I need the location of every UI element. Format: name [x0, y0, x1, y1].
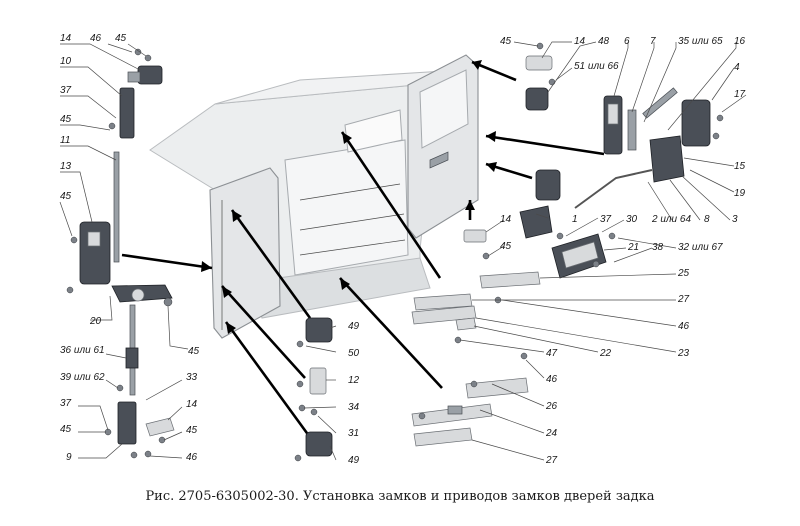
callout-48: 48 [598, 36, 610, 47]
bracket-14-top-right [525, 55, 553, 71]
callout-35-or-65: 35 или 65 [678, 36, 723, 47]
callout-45: 45 [188, 346, 200, 357]
callout-31: 31 [348, 428, 359, 439]
callout-14: 14 [574, 36, 586, 47]
rod-11 [113, 151, 120, 263]
callout-14: 14 [60, 33, 72, 44]
callout-46: 46 [546, 374, 558, 385]
callout-34: 34 [348, 402, 360, 413]
callout-13: 13 [60, 161, 72, 172]
callout-1: 1 [572, 214, 578, 225]
plate-24 [411, 403, 493, 427]
callout-50: 50 [348, 348, 360, 359]
left-parts [66, 48, 175, 459]
callout-11: 11 [60, 135, 70, 146]
callout-45: 45 [60, 424, 72, 435]
callout-36-or-61: 36 или 61 [60, 345, 105, 356]
bracket-48 [525, 87, 549, 111]
callout-46: 46 [678, 321, 690, 332]
rod-16 [642, 87, 678, 119]
callout-37: 37 [600, 214, 612, 225]
callout-14: 14 [186, 399, 198, 410]
right-door-window [419, 69, 469, 149]
callout-8: 8 [704, 214, 710, 225]
callout-4: 4 [734, 62, 740, 73]
leader-lines [59, 41, 747, 461]
left-rear-door [209, 167, 281, 339]
callout-23: 23 [677, 348, 690, 359]
handle-1 [519, 205, 553, 239]
callout-45: 45 [115, 33, 127, 44]
callout-32-or-67: 32 или 67 [678, 242, 723, 253]
callout-19: 19 [734, 188, 746, 199]
lock-13 [79, 221, 111, 285]
striker-block [535, 169, 561, 201]
callout-10: 10 [60, 56, 72, 67]
bumper-pad-49a [305, 317, 333, 343]
plate-27b [413, 427, 473, 447]
callout-6: 6 [624, 36, 630, 47]
bumper-pad-49b [305, 431, 333, 457]
callout-9: 9 [66, 452, 72, 463]
guide-9 [117, 401, 137, 445]
rod-guide-10 [119, 87, 135, 139]
callout-49: 49 [348, 455, 360, 466]
callout-45: 45 [186, 425, 198, 436]
callout-12: 12 [348, 375, 360, 386]
callout-45: 45 [500, 241, 512, 252]
pointer-arrows [121, 60, 605, 441]
callout-45: 45 [500, 36, 512, 47]
hinge-14-lower [145, 417, 175, 437]
right-parts [463, 42, 724, 279]
callout-14: 14 [500, 214, 512, 225]
callout-37: 37 [60, 398, 72, 409]
callout-21: 21 [627, 242, 639, 253]
callout-33: 33 [186, 372, 198, 383]
callout-30: 30 [626, 214, 638, 225]
callout-3: 3 [732, 214, 738, 225]
callout-15: 15 [734, 161, 746, 172]
callout-20: 20 [89, 316, 102, 327]
callout-38: 38 [652, 242, 664, 253]
callout-2-or-64: 2 или 64 [651, 214, 691, 225]
callout-27: 27 [545, 455, 558, 466]
rod-end-36 [125, 347, 139, 369]
rear-window-inner [344, 109, 403, 153]
callout-47: 47 [546, 348, 558, 359]
callout-22: 22 [599, 348, 612, 359]
callout-26: 26 [545, 401, 558, 412]
callout-27: 27 [677, 294, 690, 305]
callout-labels: 14 46 45 10 37 45 11 13 45 20 45 36 или … [60, 33, 746, 466]
callout-51-or-66: 51 или 66 [574, 61, 619, 72]
callout-45: 45 [60, 191, 72, 202]
plate-22 [455, 317, 477, 331]
callout-37: 37 [60, 85, 72, 96]
callout-46: 46 [186, 452, 198, 463]
callout-45: 45 [60, 114, 72, 125]
bracket-12 [309, 367, 327, 395]
plate-25 [479, 271, 541, 289]
callout-39-or-62: 39 или 62 [60, 372, 105, 383]
lock-15 [649, 135, 685, 183]
hinge-bracket-14-top [137, 65, 163, 85]
callout-49: 49 [348, 321, 360, 332]
figure-caption: Рис. 2705-6305002-30. Установка замков и… [145, 489, 655, 504]
callout-25: 25 [677, 268, 690, 279]
link-7 [627, 109, 637, 151]
callout-17: 17 [734, 89, 746, 100]
callout-7: 7 [650, 36, 656, 47]
right-rear-door [407, 54, 479, 239]
bracket-14-mid [463, 229, 487, 243]
callout-46: 46 [90, 33, 102, 44]
callout-24: 24 [545, 428, 558, 439]
lock-4 [681, 99, 711, 147]
callout-16: 16 [734, 36, 746, 47]
